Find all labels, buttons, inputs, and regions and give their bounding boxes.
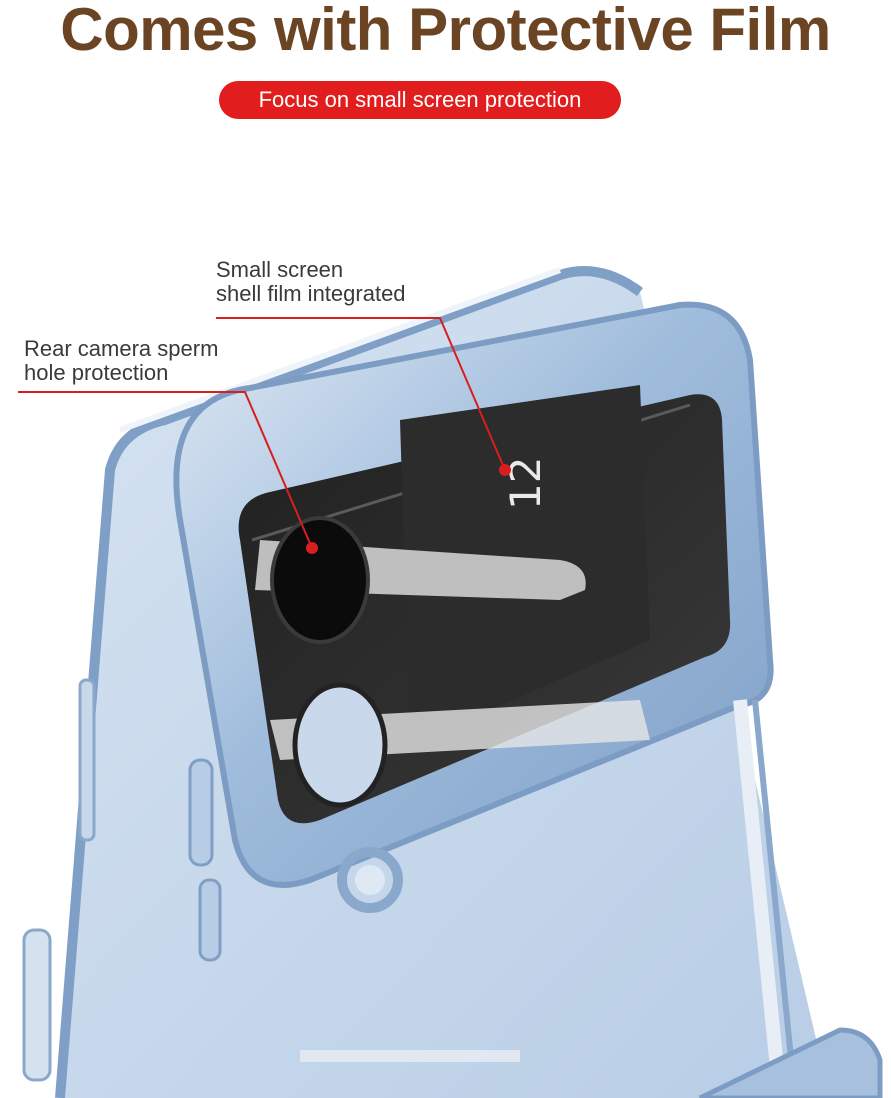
feature-badge: Focus on small screen protection [219, 81, 621, 119]
callout-rear-camera: Rear camera sperm hole protection [24, 337, 218, 385]
rear-camera-lower [292, 682, 388, 808]
cover-screen-clock: 12 [501, 457, 550, 510]
page-title: Comes with Protective Film [60, 0, 831, 63]
rear-camera-upper [270, 516, 370, 644]
callout-leaders [18, 317, 511, 554]
callout-small-screen-line2: shell film integrated [216, 281, 406, 306]
callout-small-screen: Small screen shell film integrated [216, 258, 406, 306]
callout-rear-camera-line1: Rear camera sperm [24, 336, 219, 361]
callout-rear-camera-line2: hole protection [24, 360, 169, 385]
callout-small-screen-line1: Small screen [216, 257, 344, 282]
case-frame [173, 301, 883, 1098]
